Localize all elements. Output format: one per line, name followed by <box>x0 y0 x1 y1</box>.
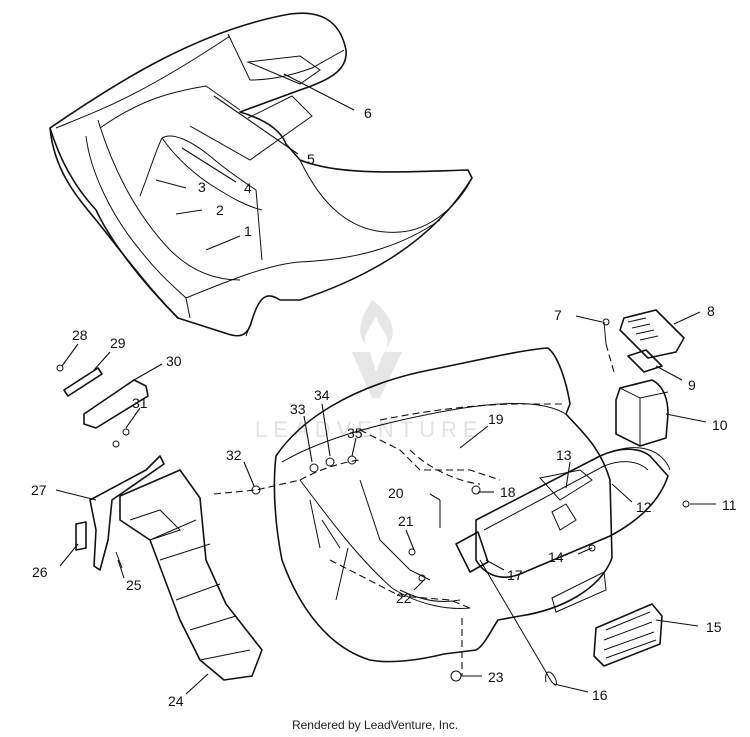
hood-lower <box>273 347 613 676</box>
callout-5: 5 <box>307 151 315 167</box>
callout-9: 9 <box>688 377 696 393</box>
part-17-bracket <box>455 531 489 573</box>
callout-3: 3 <box>198 179 206 195</box>
callout-22: 22 <box>396 590 412 606</box>
hood-upper <box>49 12 473 337</box>
fasteners <box>56 318 690 682</box>
callout-1: 1 <box>244 223 252 239</box>
callout-26: 26 <box>32 564 48 580</box>
callout-14: 14 <box>548 549 564 565</box>
callout-8: 8 <box>707 303 715 319</box>
leader-lines <box>55 73 716 695</box>
callout-31: 31 <box>132 395 148 411</box>
callout-7: 7 <box>554 307 562 323</box>
part-26-clip <box>75 521 87 551</box>
callout-32: 32 <box>226 447 242 463</box>
callout-6: 6 <box>364 105 372 121</box>
part-16-tie <box>479 559 557 686</box>
callout-15: 15 <box>706 619 722 635</box>
callout-25: 25 <box>126 577 142 593</box>
watermark-logo: LEADVENTURE <box>255 300 484 442</box>
callout-17: 17 <box>507 567 523 583</box>
callout-labels: 1 2 3 4 5 6 7 8 9 10 11 12 13 14 15 16 1… <box>31 105 737 709</box>
part-8-switch <box>619 309 685 359</box>
footer-credit: Rendered by LeadVenture, Inc. <box>291 718 459 732</box>
part-29-strip <box>63 367 103 397</box>
panel-opening <box>551 571 607 613</box>
callout-20: 20 <box>388 485 404 501</box>
callout-13: 13 <box>556 447 572 463</box>
callout-12: 12 <box>636 499 652 515</box>
part-9-pad <box>627 349 663 373</box>
callout-28: 28 <box>72 327 88 343</box>
callout-35: 35 <box>347 425 363 441</box>
callout-16: 16 <box>592 687 608 703</box>
callout-19: 19 <box>488 411 504 427</box>
callout-11: 11 <box>722 497 737 513</box>
part-15-vent <box>593 603 663 667</box>
callout-4: 4 <box>244 180 252 196</box>
part-24-side-panel <box>119 469 263 681</box>
callout-18: 18 <box>500 484 516 500</box>
callout-33: 33 <box>290 401 306 417</box>
part-10-box <box>615 379 669 447</box>
callout-30: 30 <box>166 353 182 369</box>
callout-10: 10 <box>712 417 728 433</box>
part-12-duct <box>475 447 671 578</box>
callout-34: 34 <box>314 387 330 403</box>
part-27-bracket <box>89 455 165 571</box>
callout-2: 2 <box>216 202 224 218</box>
watermark-text: LEADVENTURE <box>255 417 484 442</box>
callout-21: 21 <box>398 513 414 529</box>
callout-23: 23 <box>488 669 504 685</box>
callout-29: 29 <box>110 335 126 351</box>
callout-27: 27 <box>31 482 47 498</box>
callout-24: 24 <box>168 693 184 709</box>
